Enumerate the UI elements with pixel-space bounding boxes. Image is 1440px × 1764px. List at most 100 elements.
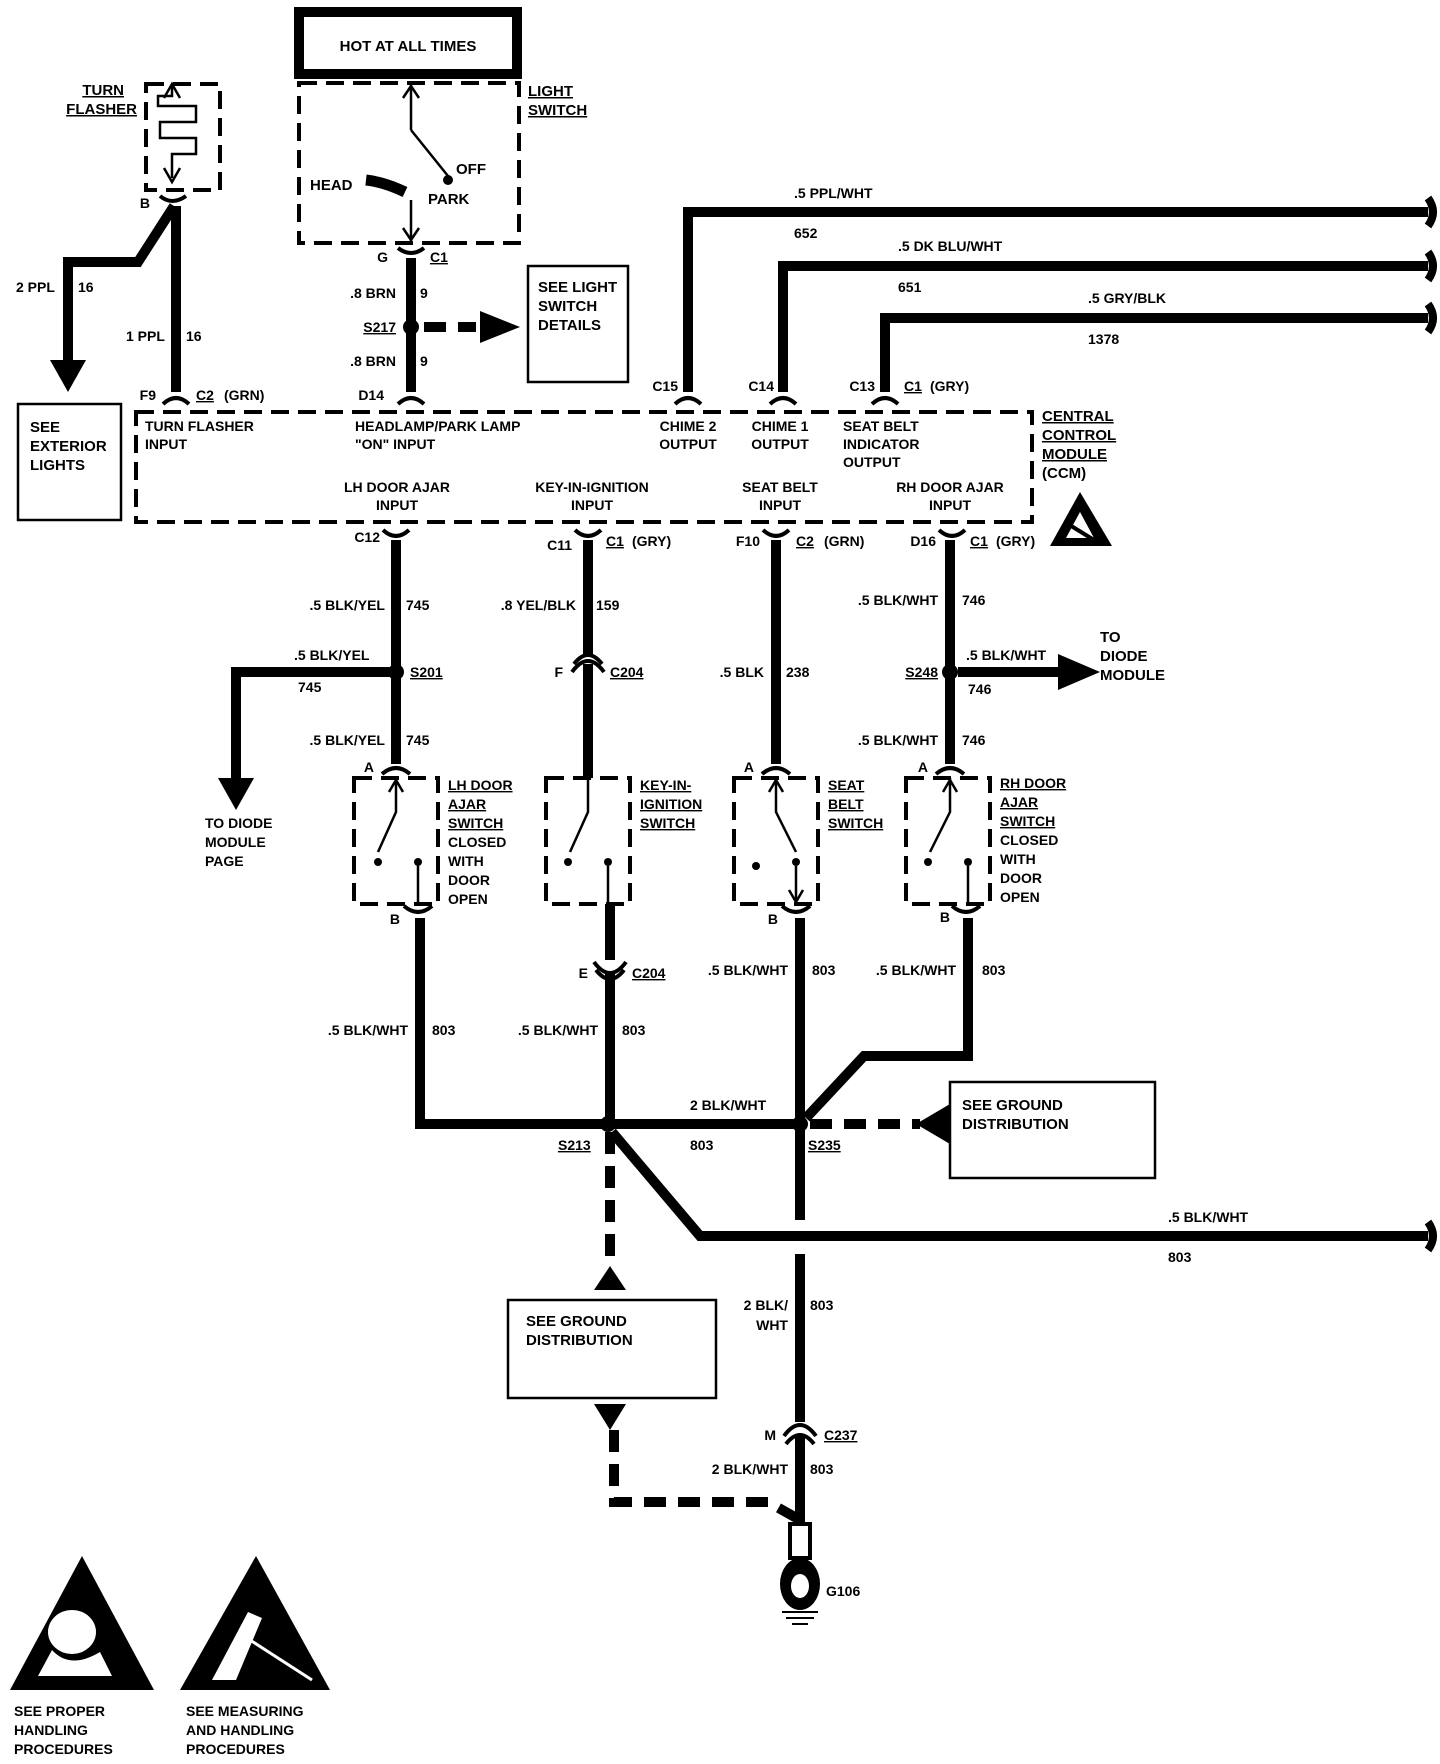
- ground-right-line-2: DISTRIBUTION: [962, 1116, 1069, 1133]
- wire-gry-blk: [880, 313, 1428, 392]
- wire-2ppl-label: 2 PPL: [16, 279, 55, 295]
- ccm-headlamp-1: HEADLAMP/PARK LAMP: [355, 418, 520, 434]
- pin-f10-color: (GRN): [824, 533, 864, 549]
- ccm-title-4: (CCM): [1042, 465, 1086, 482]
- arrow-to-light-details: [480, 311, 520, 343]
- key-switch-name-3: SWITCH: [640, 815, 695, 831]
- rh-switch-name-6: DOOR: [1000, 870, 1042, 886]
- arrow-to-ground-right: [916, 1104, 950, 1144]
- pin-d16-color: (GRY): [996, 533, 1035, 549]
- pin-f10-connector: C2: [796, 533, 814, 549]
- wire-seat-238-label: .5 BLK: [720, 664, 764, 680]
- wire-ppl-wht: [683, 207, 1428, 392]
- lh-switch-pin-a: A: [364, 759, 374, 775]
- wire-rh-803-circuit: 803: [982, 962, 1006, 978]
- wire-dk-blu-wht: [778, 261, 1428, 392]
- see-light-switch-details-box[interactable]: [526, 264, 630, 384]
- c237-label: C237: [824, 1427, 858, 1443]
- wire-gry-blk-circuit: 1378: [1088, 331, 1119, 347]
- light-switch-pin: G: [377, 249, 388, 265]
- light-details-line-3: DETAILS: [538, 317, 601, 334]
- light-switch-name-1: LIGHT: [528, 83, 573, 100]
- ccm-title-1: CENTRAL: [1042, 408, 1114, 425]
- lh-switch-name-2: AJAR: [448, 796, 486, 812]
- lh-switch-connector-a: [380, 766, 412, 776]
- pin-f9: F9: [140, 387, 157, 403]
- ccm-chime1-1: CHIME 1: [752, 418, 809, 434]
- wire-ppl-wht-break: [1424, 195, 1437, 229]
- rh-door-ajar-switch: [904, 776, 992, 906]
- wire-ppl-wht-circuit: 652: [794, 225, 818, 241]
- splice-s248: [942, 664, 958, 680]
- measuring-handling-line-1: SEE MEASURING: [186, 1703, 304, 1719]
- rh-switch-name-3: SWITCH: [1000, 813, 1055, 829]
- splice-s213: [600, 1116, 616, 1132]
- ccm-key-2: INPUT: [571, 497, 613, 513]
- arrow-to-exterior-lights: [50, 360, 86, 392]
- wire-lh-745-label-c: .5 BLK/YEL: [310, 732, 386, 748]
- lh-switch-name-4: CLOSED: [448, 834, 506, 850]
- pin-c13-color: (GRY): [930, 378, 969, 394]
- pin-c11: C11: [547, 537, 572, 553]
- ccm-bottom-connectors: [381, 528, 967, 538]
- rh-switch-pin-a: A: [918, 759, 928, 775]
- see-ground-distribution-center[interactable]: [506, 1298, 718, 1400]
- wire-gry-blk-break: [1424, 301, 1437, 335]
- wire-key-159-circuit: 159: [596, 597, 620, 613]
- turn-flasher-connector: [158, 194, 188, 203]
- wire-dk-blu-wht-circuit: 651: [898, 279, 922, 295]
- wire-g106-label-1: 2 BLK/: [744, 1297, 788, 1313]
- pin-c14: C14: [748, 378, 774, 394]
- splice-s213-label: S213: [558, 1137, 591, 1153]
- arrow-to-ground-center: [594, 1266, 626, 1290]
- to-diode-page-2: MODULE: [205, 834, 266, 850]
- see-ground-distribution-right[interactable]: [948, 1080, 1157, 1180]
- wire-2ppl: [63, 203, 179, 362]
- light-switch-park-label: PARK: [428, 191, 470, 208]
- wire-803-right: [608, 1128, 1428, 1241]
- esd-warning-icon: [1050, 492, 1112, 546]
- ground-g106-icon: [780, 1522, 820, 1625]
- c204-bottom-pin: E: [579, 965, 588, 981]
- turn-flasher: [144, 81, 222, 192]
- wire-brn-bottom-circuit: 9: [420, 353, 428, 369]
- measuring-handling-warning-icon: [180, 1556, 330, 1690]
- wire-lh-745-label-b: .5 BLK/YEL: [294, 647, 370, 663]
- wire-brn-top-circuit: 9: [420, 285, 428, 301]
- to-diode-module-3: MODULE: [1100, 667, 1165, 684]
- splice-s248-label: S248: [905, 664, 938, 680]
- wire-rh-803-label: .5 BLK/WHT: [876, 962, 957, 978]
- ground-center-line-2: DISTRIBUTION: [526, 1332, 633, 1349]
- wire-g106-lower-circuit: 803: [810, 1461, 834, 1477]
- lh-switch-connector-b: [402, 904, 434, 914]
- pin-c12: C12: [354, 529, 380, 545]
- splice-s235-label: S235: [808, 1137, 841, 1153]
- seat-switch-name-2: BELT: [828, 796, 864, 812]
- see-exterior-lights-box[interactable]: [16, 402, 123, 522]
- ccm-top-connectors: [161, 396, 900, 406]
- lh-switch-name-7: OPEN: [448, 891, 488, 907]
- measuring-handling-line-3: PROCEDURES: [186, 1741, 285, 1757]
- wire-g106-lower-label: 2 BLK/WHT: [712, 1461, 789, 1477]
- pin-d16-connector: C1: [970, 533, 988, 549]
- wire-lh-803: [415, 918, 606, 1129]
- proper-handling-warning-icon: [10, 1556, 154, 1690]
- ccm-rh-2: INPUT: [929, 497, 971, 513]
- wire-803-right-label: .5 BLK/WHT: [1168, 1209, 1249, 1225]
- rh-switch-connector-a: [934, 766, 966, 776]
- pin-f10: F10: [736, 533, 760, 549]
- hot-at-all-times-label: HOT AT ALL TIMES: [340, 38, 477, 55]
- rh-switch-name-2: AJAR: [1000, 794, 1038, 810]
- see-exterior-lights-line-3: LIGHTS: [30, 457, 85, 474]
- wire-rh-746-circuit-a: 746: [962, 592, 986, 608]
- wire-rh-746-circuit-b: 746: [968, 681, 992, 697]
- wire-key-803-label: .5 BLK/WHT: [518, 1022, 599, 1038]
- arrow-to-diode-page: [218, 778, 254, 810]
- wire-ppl-wht-label: .5 PPL/WHT: [794, 185, 873, 201]
- pin-f9-color: (GRN): [224, 387, 264, 403]
- wire-g106-label-2: WHT: [756, 1317, 788, 1333]
- ccm-rh-1: RH DOOR AJAR: [896, 479, 1004, 495]
- seat-switch-connector-a: [760, 766, 792, 776]
- pin-c11-color: (GRY): [632, 533, 671, 549]
- rh-switch-name-7: OPEN: [1000, 889, 1040, 905]
